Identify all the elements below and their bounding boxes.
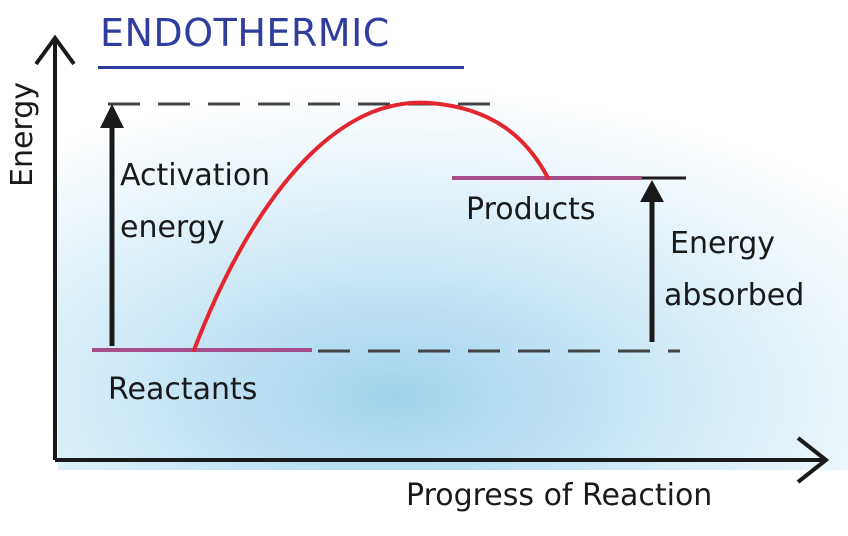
activation-energy-arrowhead — [100, 104, 124, 128]
energy-absorbed-label-line2: absorbed — [664, 278, 805, 313]
title-underline — [98, 66, 464, 69]
background-glow — [58, 60, 848, 470]
products-label: Products — [466, 192, 596, 227]
y-axis-arrowhead — [34, 34, 76, 66]
energy-absorbed-arrowhead — [640, 180, 664, 202]
energy-absorbed-label-line1: Energy — [670, 226, 776, 261]
reactants-label: Reactants — [108, 372, 258, 407]
reaction-energy-curve — [192, 100, 550, 352]
x-axis-arrowhead — [796, 436, 830, 484]
diagram-title: ENDOTHERMIC — [100, 11, 390, 55]
activation-energy-label-line2: energy — [120, 210, 225, 245]
activation-energy-label-line1: Activation — [120, 158, 271, 193]
x-axis-label: Progress of Reaction — [406, 478, 713, 513]
y-axis-label: Energy — [5, 81, 40, 187]
